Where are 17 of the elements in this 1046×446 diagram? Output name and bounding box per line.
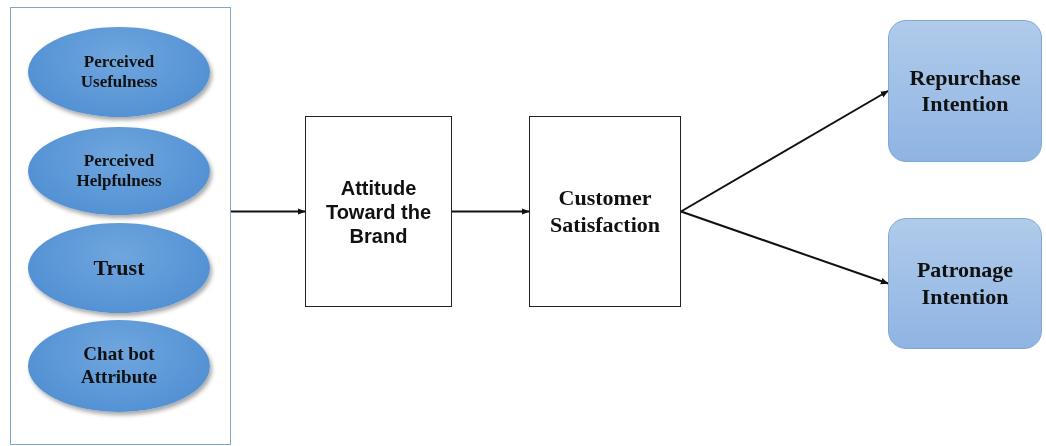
node-label: Repurchase Intention	[908, 64, 1022, 118]
process-box	[529, 116, 681, 307]
outcome-box	[888, 218, 1042, 349]
group-panel	[10, 7, 231, 445]
arrow	[230, 208, 306, 215]
node-label: Attitude Toward the Brand	[324, 175, 433, 248]
node-label: Perceived Usefulness	[79, 51, 159, 93]
arrow	[680, 90, 889, 213]
node-label: Customer Satisfaction	[549, 185, 661, 238]
node-label: Perceived Helpfulness	[75, 150, 163, 192]
outcome-box	[888, 20, 1042, 162]
node-label: Patronage Intention	[915, 257, 1015, 310]
arrow	[451, 208, 530, 215]
node-label: Chat bot Attribute	[80, 343, 158, 389]
process-box	[305, 116, 452, 307]
arrow	[680, 210, 889, 285]
node-label: Trust	[93, 254, 145, 282]
